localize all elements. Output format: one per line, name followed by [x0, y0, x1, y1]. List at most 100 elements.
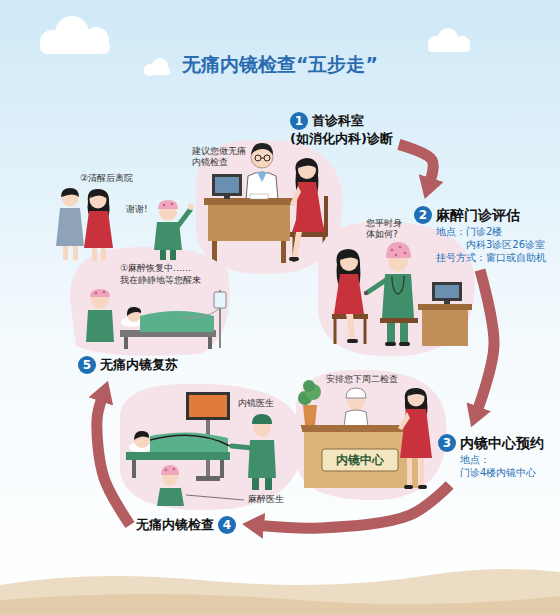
clinic-scene [380, 318, 418, 323]
consult-scene [289, 257, 299, 261]
exam-scene [165, 469, 167, 471]
recovery-scene [163, 204, 165, 206]
reception-scene [304, 432, 418, 488]
recovery-scene [188, 204, 194, 210]
flow-arrow [97, 401, 130, 525]
exam-scene [196, 476, 220, 481]
speech-text: 安排您下周二检查 [326, 374, 398, 385]
clinic-scene [368, 280, 386, 292]
exam-scene [173, 468, 175, 470]
consult-scene [261, 158, 264, 159]
consult-scene [257, 172, 267, 182]
text-line: 内科3诊区26诊室 [436, 238, 546, 251]
reception-scene [408, 389, 424, 396]
reception-scene [344, 410, 368, 426]
clinic-scene [399, 342, 410, 346]
text-line: 地点：门诊2楼 [436, 225, 546, 238]
exam-scene [157, 488, 184, 506]
step-info: 地点：门诊2楼 内科3诊区26诊室 [436, 225, 546, 251]
text-line: 内镜中心预约 [460, 434, 544, 453]
clinic-scene [385, 342, 396, 346]
reception-scene [322, 449, 398, 471]
text-line: 门诊4楼内镜中心 [460, 466, 544, 479]
step-number: 2 [414, 206, 432, 224]
recovery-scene [101, 248, 106, 261]
consult-scene [324, 196, 328, 236]
step-title: 麻醉门诊评估 [436, 206, 546, 225]
text-line: 麻醉门诊评估 [436, 206, 546, 225]
step-label: 1首诊科室 (如消化内科)诊断 [284, 106, 399, 154]
exam-scene [220, 460, 224, 478]
clinic-scene [435, 285, 459, 298]
consult-scene [264, 155, 270, 161]
recovery-scene [84, 211, 113, 248]
clinic-scene [432, 282, 462, 301]
clinic-scene [391, 249, 394, 252]
clinic-scene [400, 323, 408, 343]
text-line: 挂号方式：窗口或自助机 [436, 251, 546, 264]
cloud [144, 68, 170, 75]
reception-scene [296, 370, 446, 500]
consult-scene [281, 241, 286, 263]
exam-scene [120, 384, 303, 510]
step-title: 内镜中心预约 [460, 434, 544, 453]
exam-scene [252, 414, 272, 424]
recovery-scene [178, 210, 190, 226]
recovery-scene [160, 250, 166, 260]
recovery-scene [61, 188, 79, 197]
recovery-scene [158, 200, 178, 209]
recovery-scene [140, 311, 214, 332]
recovery-scene [56, 208, 84, 246]
speech-text: 您平时身体如何? [366, 218, 406, 240]
reception-scene [418, 485, 427, 489]
clinic-scene [334, 274, 364, 314]
flow-arrow [478, 270, 494, 408]
consult-scene [215, 177, 239, 193]
recovery-scene [92, 248, 97, 261]
exam-scene [186, 495, 244, 500]
exam-scene [126, 452, 230, 460]
recovery-scene [73, 246, 78, 260]
recovery-scene [214, 292, 226, 308]
clinic-scene [422, 310, 468, 346]
recovery-scene [90, 190, 106, 198]
speech-text: 谢谢! [126, 204, 148, 215]
consult-scene [250, 194, 268, 199]
exam-scene [265, 478, 272, 490]
text-line: 无痛内镜复苏 [100, 356, 178, 374]
step-number: 3 [438, 434, 456, 452]
text-line: 地点： [460, 453, 544, 466]
reception-scene [408, 390, 425, 407]
clinic-scene [364, 291, 368, 295]
recovery-scene [63, 246, 68, 260]
recovery-scene [170, 250, 176, 260]
step-info: 地点： 门诊4楼内镜中心 [460, 453, 544, 479]
clinic-scene [340, 252, 358, 260]
exam-scene [132, 460, 136, 478]
step-number: 1 [290, 112, 308, 130]
flow-arrow [399, 144, 433, 179]
consult-scene [290, 186, 301, 206]
step-label: 无痛内镜检查4 [130, 510, 242, 540]
recovery-scene [56, 188, 229, 356]
recovery-scene [182, 308, 220, 318]
step-number: 5 [78, 356, 96, 374]
exam-scene [189, 395, 227, 417]
exam-scene [232, 446, 252, 448]
exam-scene [120, 384, 303, 510]
recovery-scene [95, 292, 97, 294]
recovery-scene [70, 247, 230, 356]
consult-scene [292, 232, 302, 258]
speech-text: ②清醒后离院 [80, 173, 133, 184]
sand [0, 569, 560, 615]
flow-arrow [263, 485, 450, 528]
speech-text: 内镜医生 [238, 398, 274, 409]
step-info: 挂号方式：窗口或自助机 [436, 251, 546, 264]
clinic-scene [418, 304, 472, 310]
consult-scene [255, 155, 261, 161]
recovery-scene [90, 289, 110, 297]
recovery-scene [86, 310, 114, 342]
recovery-scene [103, 291, 105, 293]
exam-scene [161, 465, 179, 475]
